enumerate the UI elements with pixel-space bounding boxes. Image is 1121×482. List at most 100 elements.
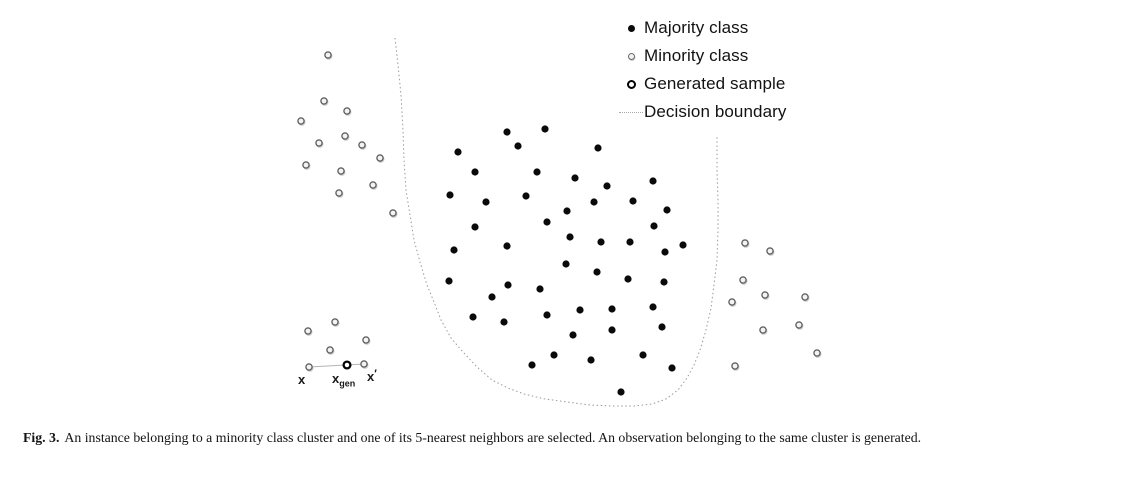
point-label: xgen (332, 371, 355, 389)
minority-point (337, 167, 345, 175)
minority-point (761, 291, 769, 299)
majority-point (536, 285, 544, 293)
majority-point (543, 218, 551, 226)
caption-label: Fig. 3. (23, 430, 60, 445)
minority-point (305, 363, 313, 371)
majority-point (590, 198, 598, 206)
legend: Majority class Minority class Generated … (618, 14, 787, 126)
legend-marker-box (618, 24, 644, 32)
minority-point (389, 209, 397, 217)
legend-item-decision-boundary: Decision boundary (618, 98, 787, 126)
majority-point (445, 277, 453, 285)
majority-point (629, 197, 637, 205)
majority-point (503, 128, 511, 136)
majority-point (660, 278, 668, 286)
majority-point (504, 281, 512, 289)
decision-boundary-icon (619, 111, 643, 113)
majority-class-icon (627, 24, 635, 32)
majority-point (594, 144, 602, 152)
majority-point (587, 356, 595, 364)
majority-point (649, 177, 657, 185)
legend-item-majority-class: Majority class (618, 14, 787, 42)
legend-label: Minority class (644, 46, 749, 65)
minority-point (801, 293, 809, 301)
majority-point (661, 248, 669, 256)
minority-point (362, 336, 370, 344)
minority-point (343, 107, 351, 115)
majority-point (500, 318, 508, 326)
majority-point (450, 246, 458, 254)
majority-point (617, 388, 625, 396)
nearest-neighbor-line (308, 363, 365, 368)
majority-point (608, 305, 616, 313)
legend-marker-box (618, 79, 644, 89)
majority-point (626, 238, 634, 246)
majority-point (528, 361, 536, 369)
legend-label: Decision boundary (644, 102, 787, 121)
minority-point (741, 239, 749, 247)
minority-point (297, 117, 305, 125)
legend-marker-box (618, 111, 644, 113)
majority-point (522, 192, 530, 200)
minority-point (331, 318, 339, 326)
majority-point (658, 323, 666, 331)
majority-point (541, 125, 549, 133)
generated-sample-point (342, 360, 352, 370)
majority-point (566, 233, 574, 241)
majority-point (597, 238, 605, 246)
majority-point (454, 148, 462, 156)
majority-point (482, 198, 490, 206)
majority-point (624, 275, 632, 283)
minority-point (315, 139, 323, 147)
majority-point (603, 182, 611, 190)
minority-point (376, 154, 384, 162)
minority-class-icon (627, 52, 635, 60)
majority-point (471, 223, 479, 231)
majority-point (469, 313, 477, 321)
minority-point (324, 51, 332, 59)
majority-point (543, 311, 551, 319)
minority-point (360, 360, 368, 368)
majority-point (608, 326, 616, 334)
minority-point (320, 97, 328, 105)
majority-point (503, 242, 511, 250)
majority-point (533, 168, 541, 176)
majority-point (471, 168, 479, 176)
minority-point (341, 132, 349, 140)
legend-label: Generated sample (644, 74, 786, 93)
legend-label: Majority class (644, 18, 749, 37)
legend-item-minority-class: Minority class (618, 42, 787, 70)
majority-point (569, 331, 577, 339)
minority-point (358, 141, 366, 149)
majority-point (446, 191, 454, 199)
majority-point (649, 303, 657, 311)
minority-point (369, 181, 377, 189)
minority-point (731, 362, 739, 370)
legend-item-generated-sample: Generated sample (618, 70, 787, 98)
minority-point (759, 326, 767, 334)
minority-point (739, 276, 747, 284)
minority-point (335, 189, 343, 197)
majority-point (571, 174, 579, 182)
majority-point (514, 142, 522, 150)
minority-point (326, 346, 334, 354)
generated-sample-icon (626, 79, 636, 89)
minority-point (728, 298, 736, 306)
majority-point (576, 306, 584, 314)
minority-point (795, 321, 803, 329)
majority-point (639, 351, 647, 359)
majority-point (563, 207, 571, 215)
figure-caption: Fig. 3. An instance belonging to a minori… (23, 428, 1098, 448)
majority-point (668, 364, 676, 372)
majority-point (679, 241, 687, 249)
majority-point (663, 206, 671, 214)
legend-marker-box (618, 52, 644, 60)
minority-point (304, 327, 312, 335)
point-label: x′ (367, 368, 377, 384)
caption-text: An instance belonging to a minority clas… (64, 430, 922, 445)
minority-point (302, 161, 310, 169)
majority-point (562, 260, 570, 268)
majority-point (488, 293, 496, 301)
